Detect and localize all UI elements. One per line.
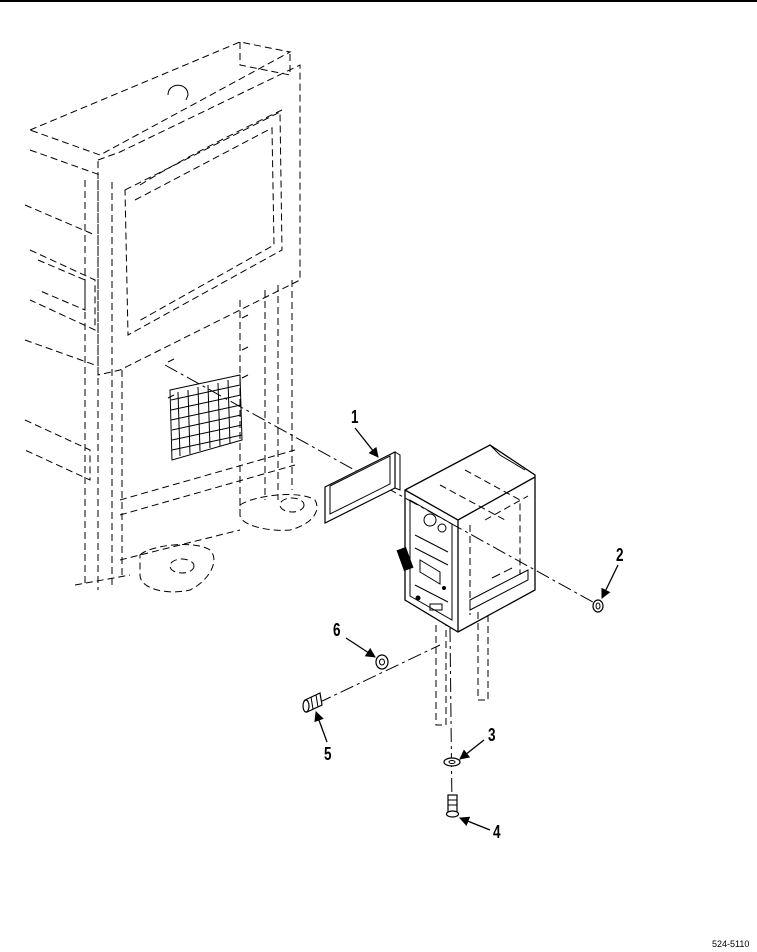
- leader-arrows: [314, 427, 619, 831]
- part-6-washer: [375, 654, 389, 670]
- callout-6: 6: [333, 620, 341, 640]
- leader-arrow-2: [601, 564, 619, 599]
- callout-4: 4: [493, 822, 501, 842]
- grille-mesh: [169, 374, 243, 461]
- leader-arrow-1: [354, 427, 379, 458]
- top-border-rule: [0, 0, 757, 2]
- callout-3: 3: [488, 725, 496, 745]
- leader-arrow-5: [314, 711, 328, 743]
- part-5-bolt: [302, 692, 323, 713]
- part-4-bolt: [445, 794, 460, 818]
- leader-arrow-3: [459, 739, 485, 760]
- exploded-center-lines: [164, 364, 601, 811]
- leader-arrow-6: [345, 637, 376, 658]
- callout-5: 5: [324, 744, 332, 764]
- cab-frame-phantom: [24, 41, 318, 593]
- controller-housing: [396, 444, 536, 633]
- callout-2: 2: [616, 545, 624, 565]
- leader-arrow-4: [459, 816, 491, 831]
- callout-1: 1: [351, 407, 359, 427]
- part-2-nut: [592, 599, 604, 613]
- figure-id: 524-5110: [712, 939, 750, 949]
- part-1-pad: [324, 451, 401, 524]
- part-3-washer: [443, 757, 461, 767]
